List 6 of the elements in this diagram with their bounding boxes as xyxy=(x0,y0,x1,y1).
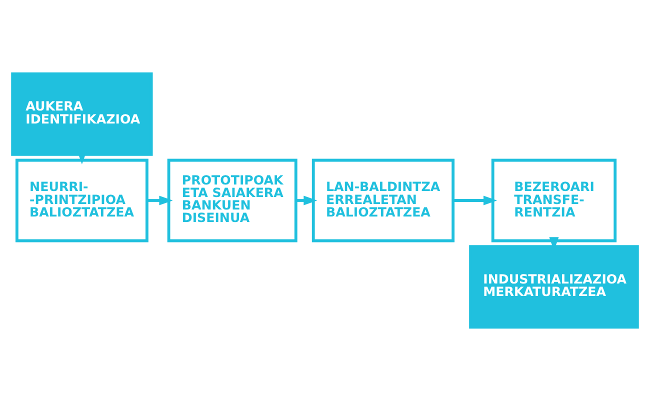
node-box: PROTOTIPOAK ETA SAIAKERA BANKUEN DISEINUA xyxy=(167,158,298,242)
node-box: LAN-BALDINTZA ERREALETAN BALIOZTATZEA xyxy=(312,158,455,242)
node-box: INDUSTRIALIZAZIOA MERKATURATZEA xyxy=(469,244,639,328)
node-box: NEURRI- -PRINTZIPIOA BALIOZTATZEA xyxy=(15,158,148,242)
arrow xyxy=(147,195,173,205)
arrow xyxy=(453,195,498,205)
